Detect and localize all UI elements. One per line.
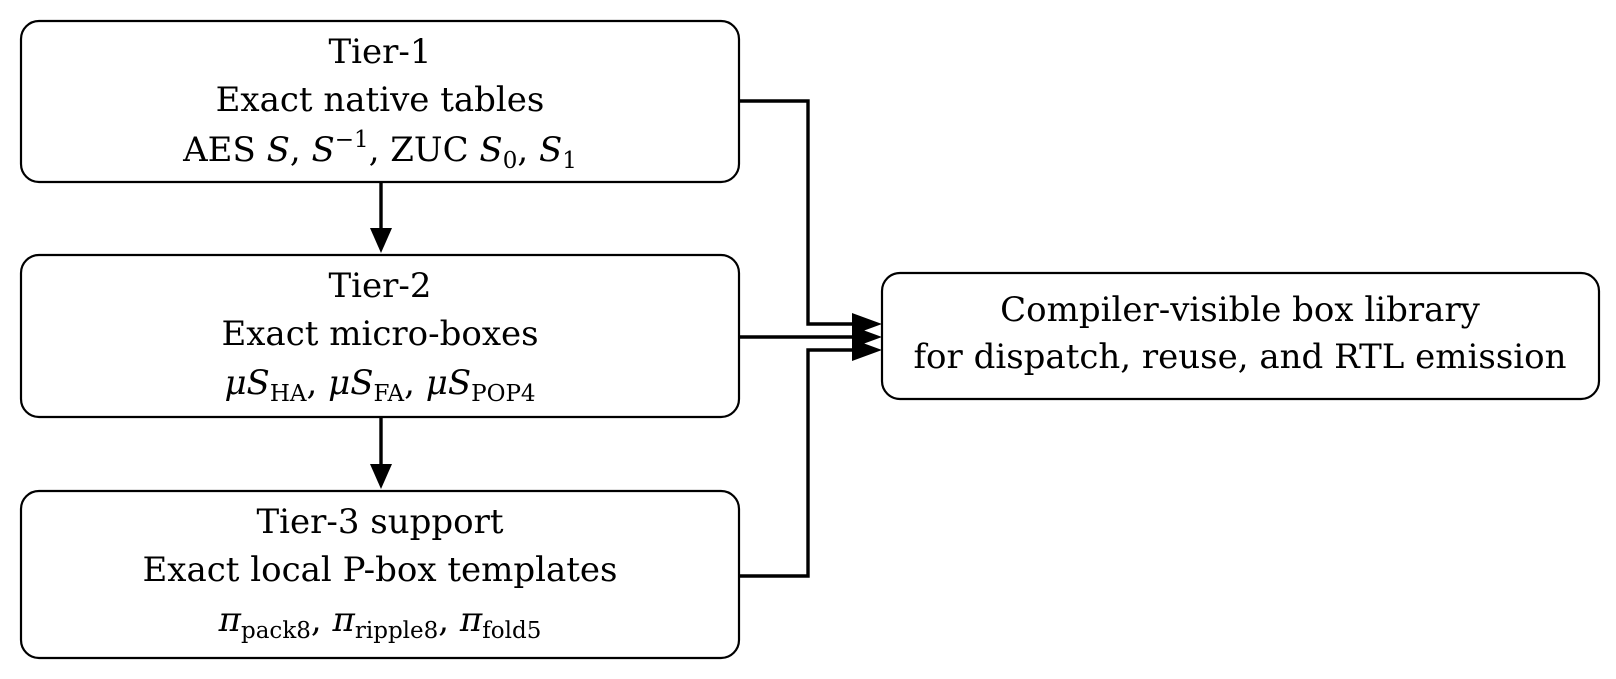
tier1-subtitle: Exact native tables	[216, 80, 545, 120]
tier3-title: Tier-3 support	[256, 502, 503, 542]
tier1-detail: AES S, S−1, ZUC S0, S1	[182, 127, 577, 174]
tier3-box: Tier-3 support Exact local P-box templat…	[19, 489, 741, 660]
tier2-box: Tier-2 Exact micro-boxes μSHA, μSFA, μSP…	[19, 253, 741, 419]
tier2-detail: μSHA, μSFA, μSPOP4	[224, 363, 535, 407]
tier3-subtitle: Exact local P-box templates	[142, 550, 617, 590]
tier3-detail: πpack8, πripple8, πfold5	[218, 600, 542, 644]
library-line1: Compiler-visible box library	[1000, 290, 1481, 330]
library-line2: for dispatch, reuse, and RTL emission	[913, 337, 1566, 377]
tier1-to-tier2-arrowhead	[370, 228, 392, 253]
tier3-to-library-connector	[739, 348, 870, 578]
library-box: Compiler-visible box library for dispatc…	[880, 271, 1601, 401]
tier1-box: Tier-1 Exact native tables AES S, S−1, Z…	[19, 19, 741, 184]
tier2-title: Tier-2	[328, 266, 431, 306]
tier3-to-library-arrowhead	[852, 339, 882, 361]
tier-arrows	[370, 183, 392, 489]
connectors	[739, 99, 882, 578]
tier2-to-tier3-arrowhead	[370, 464, 392, 489]
tier1-to-library-connector	[739, 99, 870, 326]
tier2-subtitle: Exact micro-boxes	[221, 314, 538, 354]
tier1-title: Tier-1	[328, 32, 431, 72]
